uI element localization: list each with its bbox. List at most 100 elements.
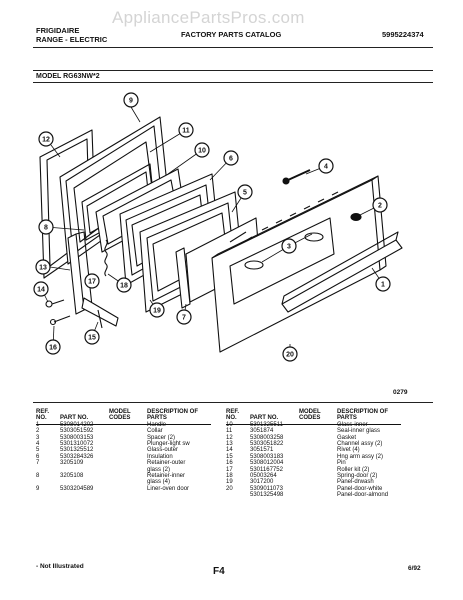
cell-desc: Rivet (4) [337,447,360,454]
diagram-top-rule [33,82,433,83]
cell-desc: Collar [147,428,163,435]
callout-18: 18 [116,277,132,293]
svg-text:4: 4 [324,164,328,171]
handle-part [281,231,403,313]
table-header-row: REF. NO. PART NO. MODEL CODES DESCRIPTIO… [226,409,405,422]
svg-text:3: 3 [287,244,291,251]
cell-ref: 16 [226,460,233,467]
svg-text:5: 5 [243,190,247,197]
callout-10: 10 [194,142,210,158]
cell-codes [109,486,147,492]
cell-ref: 13 [226,441,233,448]
callout-19: 19 [149,302,165,318]
callout-12: 12 [38,131,54,147]
header-codes: MODEL CODES [109,409,131,422]
watermark: AppliancePartsPros.com [112,8,305,27]
cell-desc: Glass-outer [147,447,179,454]
cell-part: 5308003153 [60,434,94,441]
svg-text:11: 11 [182,128,190,135]
footnote: - Not Illustrated [36,563,84,570]
cell-part: 5303051592 [60,428,94,435]
cell-desc: Roller kit (2) [337,466,370,473]
cell-ref [226,492,250,498]
table-row: 13 5303051822 Channel assy (2) [226,441,405,447]
figure-code: 0279 [393,389,408,396]
callout-17: 17 [84,273,100,289]
cell-desc: Channel assy (2) [337,441,383,448]
cell-part: 5303284326 [60,453,94,460]
svg-text:14: 14 [37,287,45,294]
revision-date: 6/92 [408,565,421,572]
cell-ref: 11 [226,428,233,435]
header-ref: REF. NO. [36,409,50,422]
svg-text:8: 8 [44,225,48,232]
svg-text:2: 2 [378,203,382,210]
outer-retainer-part [175,247,191,309]
svg-text:7: 7 [182,315,186,322]
header-codes: MODEL CODES [299,409,321,422]
cell-desc: Retainer-outer [147,460,186,467]
svg-text:12: 12 [42,137,50,144]
catalog-title: FACTORY PARTS CATALOG [181,30,282,39]
cell-ref: 18 [226,473,233,480]
cell-part: 5308003183 [250,453,284,460]
cell-ref: 20 [226,485,233,492]
svg-text:20: 20 [286,352,294,359]
cell-part: 3205109 [60,460,84,467]
door-panel-part [211,175,387,353]
plunger-part [282,169,311,185]
cell-desc: Insulation [147,453,173,460]
table-top-rule [33,402,433,403]
callout-14: 14 [33,281,49,297]
cell-part: 5303051822 [250,441,284,448]
callout-13: 13 [35,259,51,275]
table-row: 6 5303284326 Insulation [36,454,215,460]
spring-part [104,239,108,277]
callout-2: 2 [372,197,388,213]
header-desc: DESCRIPTION OF PARTS [147,409,199,422]
cell-part: 5301310072 [60,441,94,448]
pin-part [49,315,71,326]
svg-text:9: 9 [129,98,133,105]
cell-part: 3051874 [250,428,274,435]
publication-number: 5995224374 [382,30,424,39]
cell-ref: 19 [226,479,233,486]
section-label: RANGE - ELECTRIC [36,35,108,44]
cell-desc: glass (4) [147,479,171,486]
callout-4: 4 [318,158,334,174]
cell-codes [299,492,337,498]
cell-part: 3051571 [250,447,274,454]
collar-part [350,212,362,222]
cell-part: 5303204589 [60,485,94,492]
cell-desc: Panel-drwash [337,479,374,486]
cell-desc: Spring-door (2) [337,473,378,480]
cell-ref: 3 [36,434,40,441]
cell-ref: 6 [36,453,40,460]
cell-part: 5301325498 [250,492,284,499]
header-desc: DESCRIPTION OF PARTS [337,409,389,422]
header-part: PART NO. [250,415,279,422]
model-label: MODEL RG63NW*2 [36,73,100,80]
cell-ref: 4 [36,441,40,448]
svg-text:19: 19 [153,308,161,315]
svg-text:17: 17 [88,279,96,286]
cell-ref: 5 [36,447,40,454]
svg-text:10: 10 [198,148,206,155]
svg-text:6: 6 [229,156,233,163]
exploded-diagram: 1 2 3 4 5 6 7 8 9 10 11 12 13 14 15 16 1… [33,92,403,362]
header-part: PART NO. [60,415,89,422]
svg-text:1: 1 [381,282,385,289]
rivet-part [45,299,65,308]
cell-ref: 15 [226,453,233,460]
